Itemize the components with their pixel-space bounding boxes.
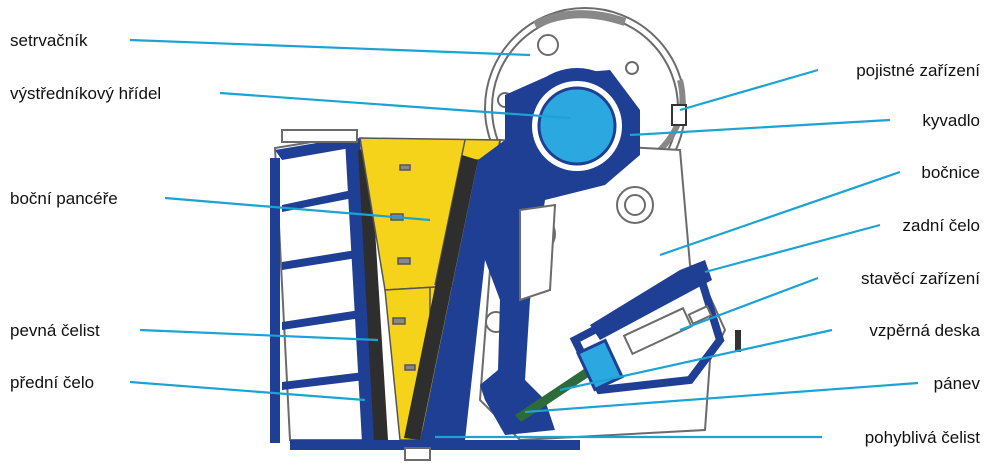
toggle-seat [575,338,625,392]
label-fixed-jaw: pevná čelist [10,321,100,340]
label-toggle-seat: pánev [933,374,980,393]
pitman [420,68,640,442]
label-safety-device: pojistné zařízení [856,61,980,80]
label-flywheel: setrvačník [10,31,88,50]
movable-jaw-plate [404,155,478,440]
label-side-frame: bočnice [921,163,980,182]
label-front-frame: přední čelo [10,373,95,392]
label-movable-jaw: pohyblivá čelist [864,428,980,447]
fixed-jaw [358,148,388,442]
label-side-liners: boční pancéře [10,189,118,208]
label-toggle-plate: vzpěrná deska [869,321,980,340]
leader-lines [129,38,919,439]
base-foot [404,447,431,461]
toggle-plate [515,365,596,422]
label-pitman: kyvadlo [922,111,980,130]
label-rear-wall: zadní čelo [902,216,981,235]
label-eccentric-shaft: výstředníkový hřídel [10,84,162,103]
rear-wall [569,260,741,395]
front-frame [270,129,378,443]
label-adjusting-device: stavěcí zařízení [860,269,980,288]
base [290,440,580,450]
